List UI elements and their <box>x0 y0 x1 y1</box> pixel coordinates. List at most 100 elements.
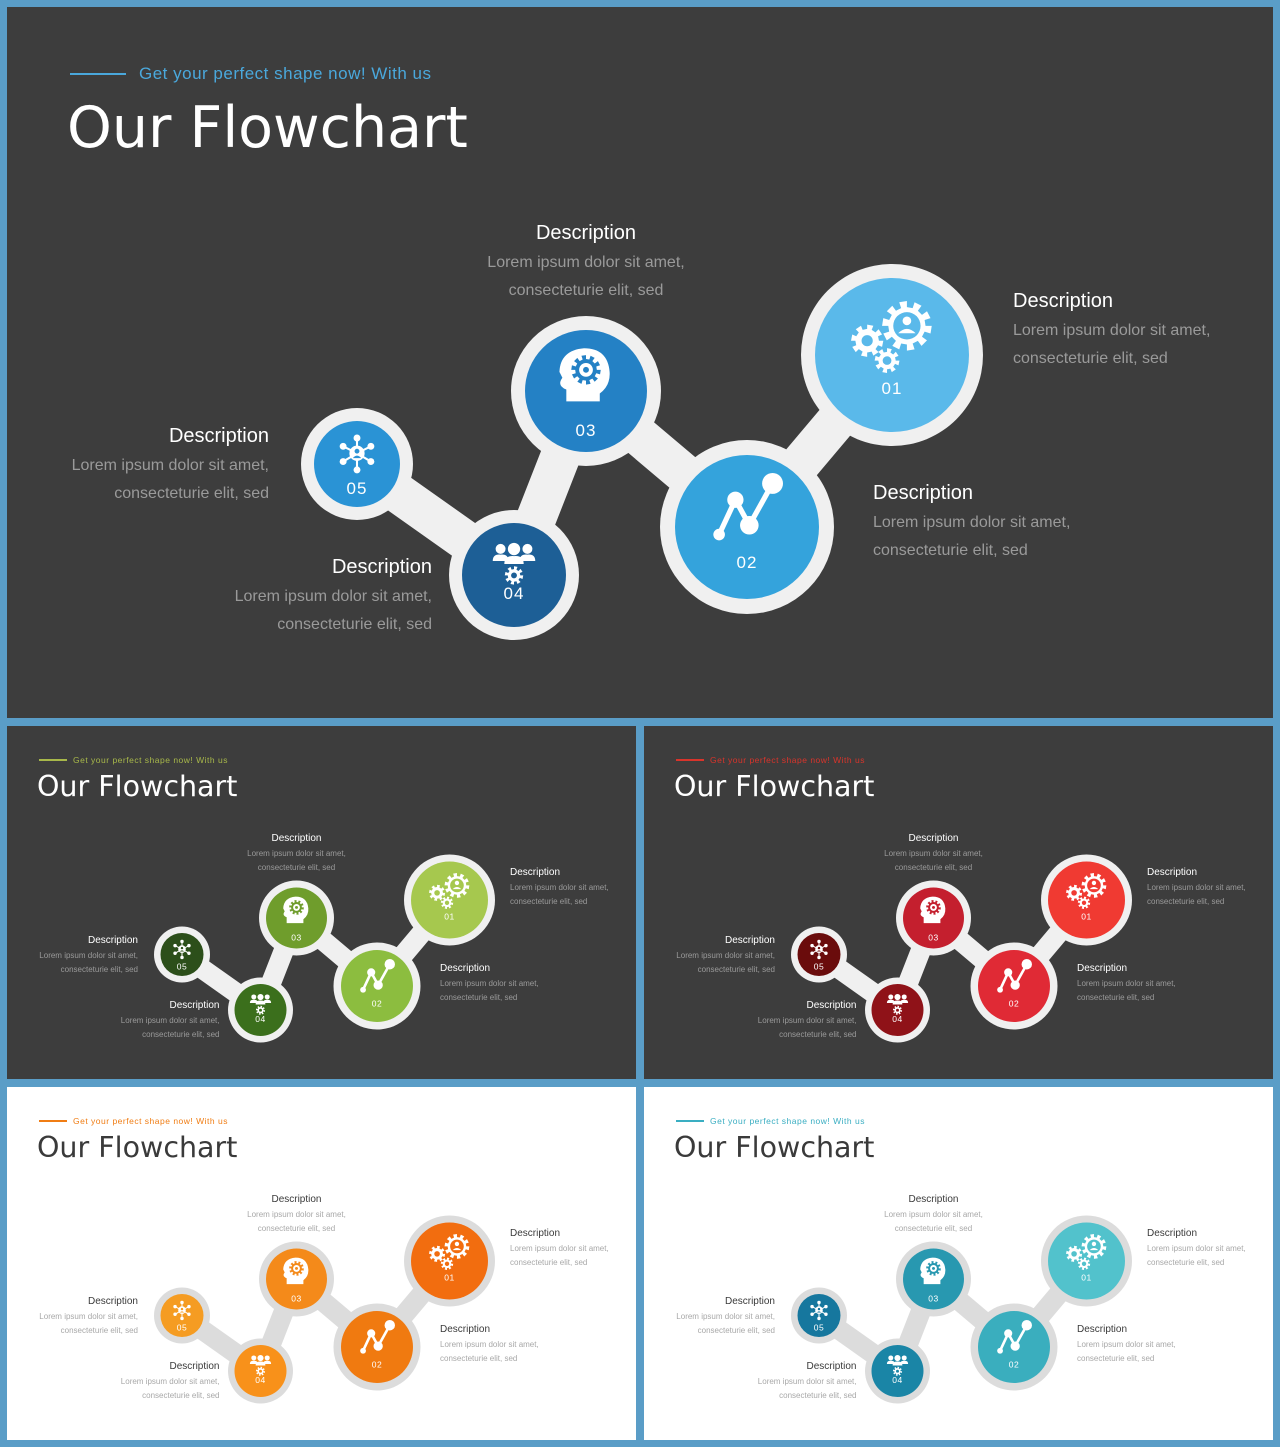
description-text-line: consecteturie elit, sed <box>873 542 1028 559</box>
description-heading: Description <box>908 833 959 844</box>
node-01: 01 <box>815 278 969 432</box>
description-text-line: consecteturie elit, sed <box>277 616 432 633</box>
slide-title: Our Flowchart <box>674 770 875 803</box>
node-05: 05 <box>797 1294 841 1337</box>
description-text-line: Lorem ipsum dolor sit amet, <box>440 979 539 988</box>
node-05: 05 <box>160 1294 204 1337</box>
description-heading: Description <box>724 934 775 946</box>
description-heading: Description <box>271 833 322 844</box>
description-text-line: Lorem ipsum dolor sit amet, <box>676 1311 775 1321</box>
node-03: 03 <box>266 1248 327 1310</box>
gears-person-icon <box>429 872 470 910</box>
node-03: 03 <box>266 887 327 949</box>
description-heading: Description <box>724 1295 775 1307</box>
node-01: 01 <box>1048 861 1125 939</box>
description-text-line: Lorem ipsum dolor sit amet, <box>71 457 269 474</box>
node-02: 02 <box>978 1311 1050 1383</box>
tagline-accent-line <box>38 1119 67 1122</box>
node-number: 01 <box>444 912 454 922</box>
description-text-line: Lorem ipsum dolor sit amet, <box>757 1377 857 1386</box>
description-text-line: consecteturie elit, sed <box>1077 1354 1155 1363</box>
tagline-text: Get your perfect shape now! With us <box>73 754 228 765</box>
tagline-text: Get your perfect shape now! With us <box>139 64 432 83</box>
description-text-line: Lorem ipsum dolor sit amet, <box>510 883 609 892</box>
node-number: 04 <box>255 1014 265 1024</box>
description-text-line: Lorem ipsum dolor sit amet, <box>1077 979 1176 988</box>
node-number: 05 <box>177 962 187 972</box>
node-02: 02 <box>978 950 1050 1022</box>
description-text-line: consecteturie elit, sed <box>60 964 138 974</box>
description-text-line: consecteturie elit, sed <box>894 1224 973 1233</box>
description-heading: Description <box>1077 1324 1128 1335</box>
tagline-text: Get your perfect shape now! With us <box>710 754 865 765</box>
head-gear-icon <box>920 1257 946 1285</box>
tagline-text: Get your perfect shape now! With us <box>73 1115 228 1126</box>
description-heading: Description <box>510 867 561 878</box>
node-01: 01 <box>411 1222 488 1300</box>
node-number: 03 <box>291 1294 301 1304</box>
description-text-line: Lorem ipsum dolor sit amet, <box>440 1340 539 1349</box>
description-text-line: consecteturie elit, sed <box>60 1325 138 1335</box>
node-02: 02 <box>675 455 819 599</box>
description-text-line: Lorem ipsum dolor sit amet, <box>676 950 775 960</box>
node-number: 05 <box>347 479 368 498</box>
description-heading: Description <box>535 222 637 244</box>
tagline: Get your perfect shape now! With us <box>675 1115 865 1126</box>
description-heading: Description <box>169 1361 220 1372</box>
head-gear-icon <box>559 348 610 402</box>
description-text-line: Lorem ipsum dolor sit amet, <box>39 1311 138 1321</box>
gears-person-icon <box>1066 872 1107 910</box>
description-heading: Description <box>271 1194 322 1205</box>
slide-green-dark: Get your perfect shape now! With us Our F… <box>7 726 636 1079</box>
slide-title: Our Flowchart <box>37 770 238 803</box>
network-person-icon <box>173 939 191 960</box>
description-text-line: Lorem ipsum dolor sit amet, <box>1147 883 1246 892</box>
description-text-line: consecteturie elit, sed <box>510 897 588 906</box>
tagline-accent-line <box>70 73 126 75</box>
description-heading: Description <box>806 1000 857 1011</box>
description-text-line: Lorem ipsum dolor sit amet, <box>247 1210 346 1219</box>
line-graph-icon <box>997 1320 1032 1354</box>
node-05: 05 <box>797 933 841 976</box>
description-heading: Description <box>87 1295 138 1307</box>
description-text-line: consecteturie elit, sed <box>1077 993 1155 1002</box>
description-text-line: Lorem ipsum dolor sit amet, <box>247 849 346 858</box>
slide-title: Our Flowchart <box>674 1131 875 1164</box>
description-text-line: consecteturie elit, sed <box>114 485 269 502</box>
description-text-line: consecteturie elit, sed <box>1147 897 1225 906</box>
description-text-line: consecteturie elit, sed <box>779 1391 857 1400</box>
gears-person-icon <box>1066 1233 1107 1271</box>
node-number: 04 <box>892 1375 902 1385</box>
node-number: 04 <box>892 1014 902 1024</box>
node-04: 04 <box>234 984 287 1036</box>
description-heading: Description <box>1147 1228 1198 1239</box>
description-text-line: consecteturie elit, sed <box>440 993 518 1002</box>
tagline: Get your perfect shape now! With us <box>38 754 228 765</box>
head-gear-icon <box>920 896 946 924</box>
description-heading: Description <box>331 556 432 578</box>
description-heading: Description <box>87 934 138 946</box>
description-text-line: consecteturie elit, sed <box>779 1030 857 1039</box>
node-02: 02 <box>341 950 413 1022</box>
tagline: Get your perfect shape now! With us <box>38 1115 228 1126</box>
description-heading: Description <box>1147 867 1198 878</box>
description-text-line: consecteturie elit, sed <box>510 1258 588 1267</box>
description-heading: Description <box>1077 963 1128 974</box>
node-04: 04 <box>234 1345 287 1397</box>
node-number: 02 <box>737 553 758 572</box>
